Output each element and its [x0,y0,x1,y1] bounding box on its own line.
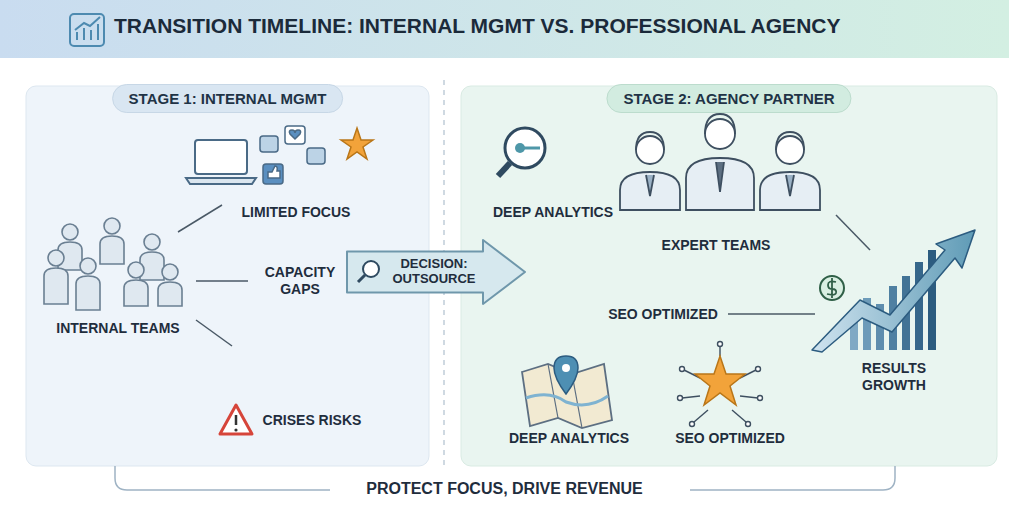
stage-heading: STAGE 1: INTERNAL MGMT [112,84,344,113]
stage1-panel-bg [26,86,429,466]
chart-icon [70,14,104,46]
label: CRISES RISKS [247,412,377,429]
people-icon [44,218,182,310]
caption-text: PROTECT FOCUS, DRIVE REVENUE [360,480,648,497]
expert-team-icon [620,114,820,210]
star-circuit-icon [678,342,763,427]
growth-chart-icon [812,230,975,352]
decision-arrow: DECISION: OUTSOURCE [345,238,527,306]
label: SEO OPTIMIZED [660,430,800,447]
label: INTERNAL TEAMS [48,320,188,337]
label: LIMITED FOCUS [231,204,361,221]
warning-icon [220,405,252,434]
label: CAPACITY GAPS [254,264,346,298]
label: EXPERT TEAMS [651,237,781,254]
leader-lines [178,205,248,346]
stage-panel: STAGE 2: AGENCY PARTNER [461,86,997,466]
label: DEEP ANALYTICS [499,430,639,447]
stage2-panel-bg [461,86,997,466]
magnifier-key-icon [498,128,545,176]
title-bar [0,0,1009,58]
stage-heading: STAGE 2: AGENCY PARTNER [606,84,851,113]
title: TRANSITION TIMELINE: INTERNAL MGMT VS. P… [114,14,840,38]
social-icons [260,126,325,184]
map-icon [522,356,612,428]
label: RESULTS GROWTH [839,360,949,394]
star-icon [341,128,373,159]
laptop-icon [186,140,256,184]
leader-lines-2 [728,215,870,314]
label: SEO OPTIMIZED [598,306,728,323]
decision-text: DECISION: OUTSOURCE [385,254,483,291]
caption: PROTECT FOCUS, DRIVE REVENUE [0,480,1009,498]
label: DEEP ANALYTICS [483,204,623,221]
